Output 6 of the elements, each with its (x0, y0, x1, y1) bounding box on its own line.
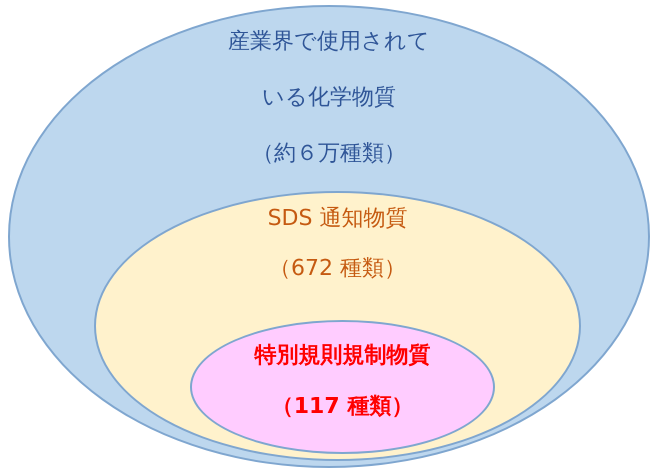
set-count: （約６万種類） (252, 140, 406, 168)
set-name: 産業界で使用されている化学物質 (227, 28, 431, 112)
set-name: 特別規則規制物質 (254, 342, 430, 370)
set-count: （117 種類） (272, 393, 414, 421)
set-count: （672 種類） (269, 255, 406, 283)
set-name: SDS 通知物質 (268, 205, 408, 233)
